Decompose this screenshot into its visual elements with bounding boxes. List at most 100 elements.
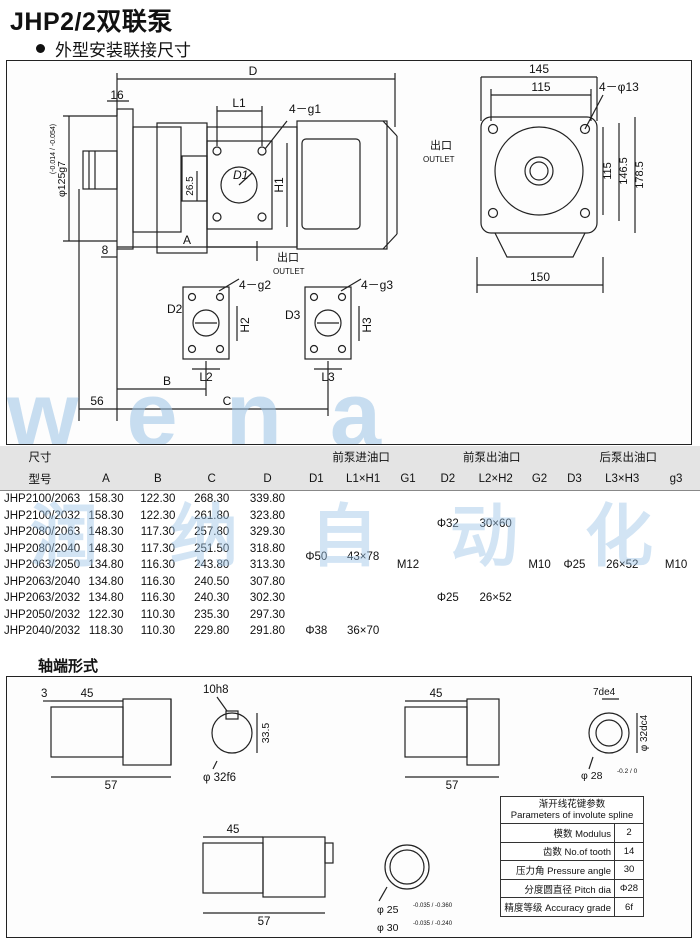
watermark-chinese: 润 纳 自 动 化 bbox=[30, 499, 653, 575]
subcol-L2H2: L2×H2 bbox=[468, 468, 523, 491]
dim-178-5: 178.5 bbox=[634, 161, 646, 189]
s3-d30-tol: -0.035 / -0.240 bbox=[413, 921, 453, 927]
s3-d25-tol: -0.035 / -0.360 bbox=[413, 903, 453, 909]
subtitle-text: 外型安装联接尺寸 bbox=[55, 41, 191, 60]
table-row: JHP2063/2050 134.80 116.30 243.80 313.30… bbox=[0, 557, 700, 604]
dim-8: 8 bbox=[102, 243, 109, 257]
dim-56: 56 bbox=[90, 394, 104, 408]
cell-g3: M10 bbox=[664, 559, 688, 572]
table-row: 分度圆直径 Pitch dia Φ28 bbox=[500, 878, 644, 899]
dim-g2: 4－g2 bbox=[239, 278, 271, 292]
outlet-label-bottom-cn: 出口 bbox=[277, 250, 299, 264]
s1-height: 33.5 bbox=[260, 723, 272, 744]
cell-d2-b: Φ25 bbox=[436, 592, 459, 605]
table-row: JHP2050/2032 122.30 110.30 235.30 297.30 bbox=[4, 608, 286, 621]
dim-145: 145 bbox=[529, 62, 549, 76]
dim-g1: 4－g1 bbox=[289, 102, 321, 116]
s3-d25: φ 25 bbox=[377, 904, 399, 916]
cell-d3: Φ25 bbox=[563, 559, 586, 572]
dim-16: 16 bbox=[110, 88, 124, 102]
svg-text:自: 自 bbox=[310, 499, 378, 575]
outlet-label-top-en: OUTLET bbox=[423, 155, 455, 164]
cell-d2-a: Φ32 bbox=[436, 518, 459, 530]
dim-A: A bbox=[183, 233, 191, 247]
s2-key: 7de4 bbox=[593, 687, 616, 698]
cell-d1-b: Φ38 bbox=[305, 625, 328, 638]
s3-dim-57: 57 bbox=[258, 916, 271, 928]
outline-drawing: D 16 L1 4－g1 D1 H1 26.5 φ125g7 (-0.014 /… bbox=[7, 62, 646, 445]
spline-header: 渐开线花键参数 Parameters of involute spline bbox=[500, 796, 644, 824]
table-row: JHP2080/2063 148.30 117.30 257.80 329.30 bbox=[4, 526, 286, 539]
table-row: JHP2063/2032 134.80 116.30 240.30 302.30 bbox=[4, 592, 286, 605]
dim-146-5: 146.5 bbox=[618, 157, 630, 185]
dim-D: D bbox=[249, 64, 258, 78]
s1-dim-3: 3 bbox=[41, 688, 47, 700]
table-row: JHP2063/2040 134.80 116.30 240.50 307.80 bbox=[4, 575, 286, 588]
s3-d30: φ 30 bbox=[377, 922, 399, 934]
subcol-L1H1: L1×H1 bbox=[337, 468, 390, 491]
s2-dim-57: 57 bbox=[446, 780, 459, 792]
col-B: B bbox=[131, 468, 184, 491]
outline-drawing-panel: D 16 L1 4－g1 D1 H1 26.5 φ125g7 (-0.014 /… bbox=[6, 60, 692, 445]
cell-l1h1-a: 43×78 bbox=[347, 551, 380, 563]
page-title: JHP2/2双联泵 bbox=[10, 8, 173, 36]
dim-C: C bbox=[223, 394, 232, 408]
dim-g3: 4－g3 bbox=[361, 278, 393, 292]
table-row: 齿数 No.of tooth 14 bbox=[500, 841, 644, 862]
corner-top: 尺寸 bbox=[0, 446, 81, 468]
subcol-D2: D2 bbox=[426, 468, 469, 491]
s2-base-tol: -0.2 / 0 bbox=[617, 768, 638, 775]
table-row: 压力角 Pressure angle 30 bbox=[500, 860, 644, 880]
cell-d1-a: Φ50 bbox=[305, 551, 328, 563]
dim-D2: D2 bbox=[167, 302, 183, 316]
outlet-label-bottom-en: OUTLET bbox=[273, 267, 305, 276]
subcol-G2: G2 bbox=[522, 468, 557, 491]
dim-L3: L3 bbox=[321, 370, 335, 384]
group-front-in: 前泵进油口 bbox=[295, 446, 427, 468]
table-row: JHP2100/2063 158.30 122.30 268.30 339.80… bbox=[0, 491, 700, 571]
cell-l3h3: 26×52 bbox=[606, 559, 639, 572]
s3-dim-45: 45 bbox=[227, 824, 240, 836]
subcol-L3H3: L3×H3 bbox=[592, 468, 653, 491]
group-front-out: 前泵出油口 bbox=[426, 446, 557, 468]
dim-L2: L2 bbox=[199, 370, 213, 384]
subcol-G1: G1 bbox=[389, 468, 427, 491]
dim-H2: H2 bbox=[238, 317, 252, 333]
dim-26-5: 26.5 bbox=[185, 176, 196, 196]
table-row: 精度等级 Accuracy grade 6f bbox=[500, 897, 644, 917]
s1-dim-45: 45 bbox=[81, 688, 94, 700]
dim-D3: D3 bbox=[285, 308, 301, 322]
shaft-drawing: 3 45 57 10h8 33.5 φ 32f6 45 57 7de4 φ 32… bbox=[41, 684, 650, 934]
cell-l2h2-b: 26×52 bbox=[479, 592, 512, 605]
s1-dia: φ 32f6 bbox=[203, 772, 236, 784]
table-row: JHP2040/2032 118.30 110.30 229.80 291.80… bbox=[0, 623, 700, 640]
s2-dia: φ 32dc4 bbox=[639, 714, 650, 751]
table-row: JHP2100/2032 158.30 122.30 261.80 323.80 bbox=[4, 509, 286, 522]
table-row: 模数 Modulus 2 bbox=[500, 823, 644, 843]
cell-l2h2-a: 30×60 bbox=[479, 518, 512, 530]
dim-H3: H3 bbox=[360, 317, 374, 333]
col-A: A bbox=[80, 468, 132, 491]
dim-115: 115 bbox=[531, 80, 550, 94]
dimension-spec-table: 尺寸 前泵进油口 前泵出油口 后泵出油口 型号 A B C D D1 L1×H1… bbox=[0, 446, 700, 640]
cell-g2: M10 bbox=[528, 559, 551, 572]
page-subtitle: 外型安装联接尺寸 bbox=[36, 36, 191, 61]
s2-base: φ 28 bbox=[581, 770, 603, 782]
table-row: JHP2080/2040 148.30 117.30 251.50 318.80 bbox=[4, 542, 286, 555]
dim-B: B bbox=[163, 374, 171, 388]
corner-bottom: 型号 bbox=[0, 468, 81, 491]
cell-l1h1-b: 36×70 bbox=[347, 625, 380, 638]
subcol-D3: D3 bbox=[556, 468, 593, 491]
s1-key: 10h8 bbox=[203, 684, 229, 696]
dim-H1: H1 bbox=[272, 177, 286, 193]
s1-dim-57: 57 bbox=[105, 780, 118, 792]
watermark-latin: wena bbox=[7, 364, 429, 445]
outlet-label-top-cn: 出口 bbox=[430, 138, 452, 152]
cell-g1: M12 bbox=[396, 559, 420, 572]
shaft-section-title: 轴端形式 bbox=[38, 658, 99, 675]
dim-115-v: 115 bbox=[602, 162, 614, 180]
dim-shaft-tol: (-0.014 / -0.054) bbox=[50, 124, 57, 174]
s2-dim-45: 45 bbox=[430, 688, 443, 700]
dim-D1: D1 bbox=[233, 168, 248, 182]
dim-4-phi13: 4－φ13 bbox=[599, 80, 639, 94]
